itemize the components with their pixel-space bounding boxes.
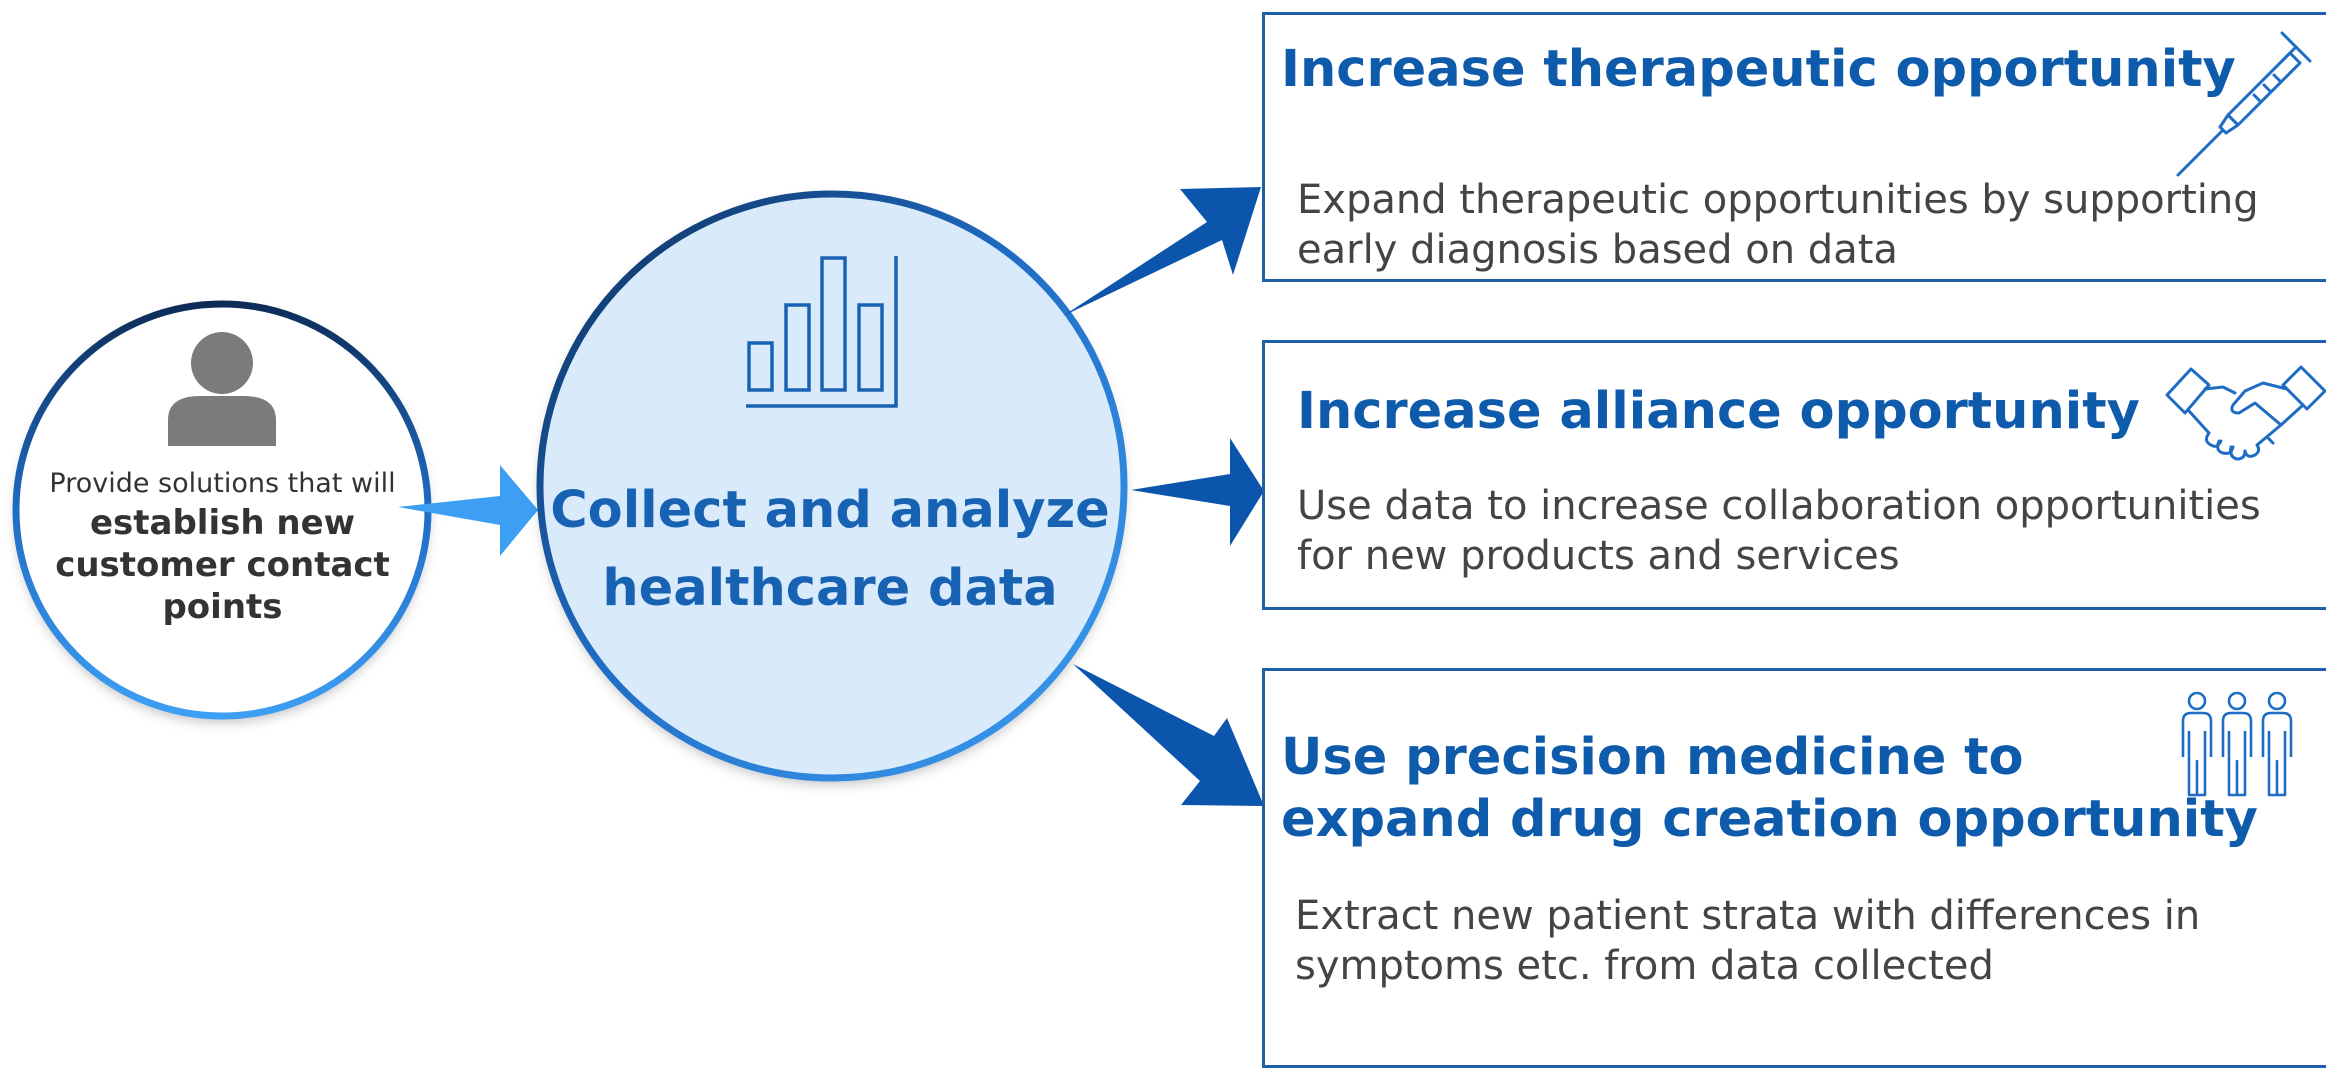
arrow-left-to-center: [398, 465, 538, 556]
bar-chart-icon: [746, 256, 898, 408]
center-title-line-2: healthcare data: [602, 559, 1058, 618]
center-circle: [536, 190, 1128, 782]
person-icon: [168, 332, 276, 446]
box-description: Extract new patient strata with differen…: [1295, 891, 2200, 991]
box-title: Increase alliance opportunity: [1297, 382, 2140, 441]
opportunity-box-precision-medicine: Use precision medicine to expand drug cr…: [1262, 668, 2326, 1068]
box-description-line-1: Use data to increase collaboration oppor…: [1297, 483, 2261, 529]
diagram-canvas: [12, 187, 1264, 806]
opportunity-box-therapeutic: Increase therapeutic opportunity Expand …: [1262, 12, 2326, 282]
arrow-to-box-1: [1063, 187, 1261, 316]
left-circle-caption: Provide solutions that will: [49, 468, 396, 499]
box-title: Use precision medicine to expand drug cr…: [1281, 727, 2326, 851]
box-title-line-2: expand drug creation opportunity: [1281, 790, 2258, 849]
box-title-line-1: Use precision medicine to: [1281, 728, 2024, 787]
box-description: Expand therapeutic opportunities by supp…: [1297, 175, 2259, 275]
box-description-line-1: Expand therapeutic opportunities by supp…: [1297, 177, 2259, 223]
box-description-line-1: Extract new patient strata with differen…: [1295, 893, 2201, 939]
left-circle-emphasis-1: establish new: [89, 503, 356, 543]
left-circle-text: Provide solutions that will establish ne…: [30, 466, 415, 628]
people-group-icon: [2181, 691, 2293, 797]
arrow-to-box-3: [1073, 664, 1264, 806]
syringe-icon: [2176, 31, 2312, 177]
arrow-to-box-2: [1131, 438, 1264, 546]
left-circle-emphasis-2: customer contact: [55, 545, 390, 585]
box-description-line-2: symptoms etc. from data collected: [1295, 943, 1994, 989]
box-description: Use data to increase collaboration oppor…: [1297, 481, 2261, 581]
box-title: Increase therapeutic opportunity: [1281, 40, 2236, 99]
center-circle-text: Collect and analyze healthcare data: [535, 472, 1125, 628]
box-description-line-2: early diagnosis based on data: [1297, 227, 1898, 273]
left-circle-emphasis-3: points: [162, 587, 283, 627]
center-title-line-1: Collect and analyze: [550, 481, 1110, 540]
opportunity-box-alliance: Increase alliance opportunity Use data t…: [1262, 340, 2326, 610]
handshake-icon: [2165, 365, 2326, 461]
box-description-line-2: for new products and services: [1297, 533, 1900, 579]
